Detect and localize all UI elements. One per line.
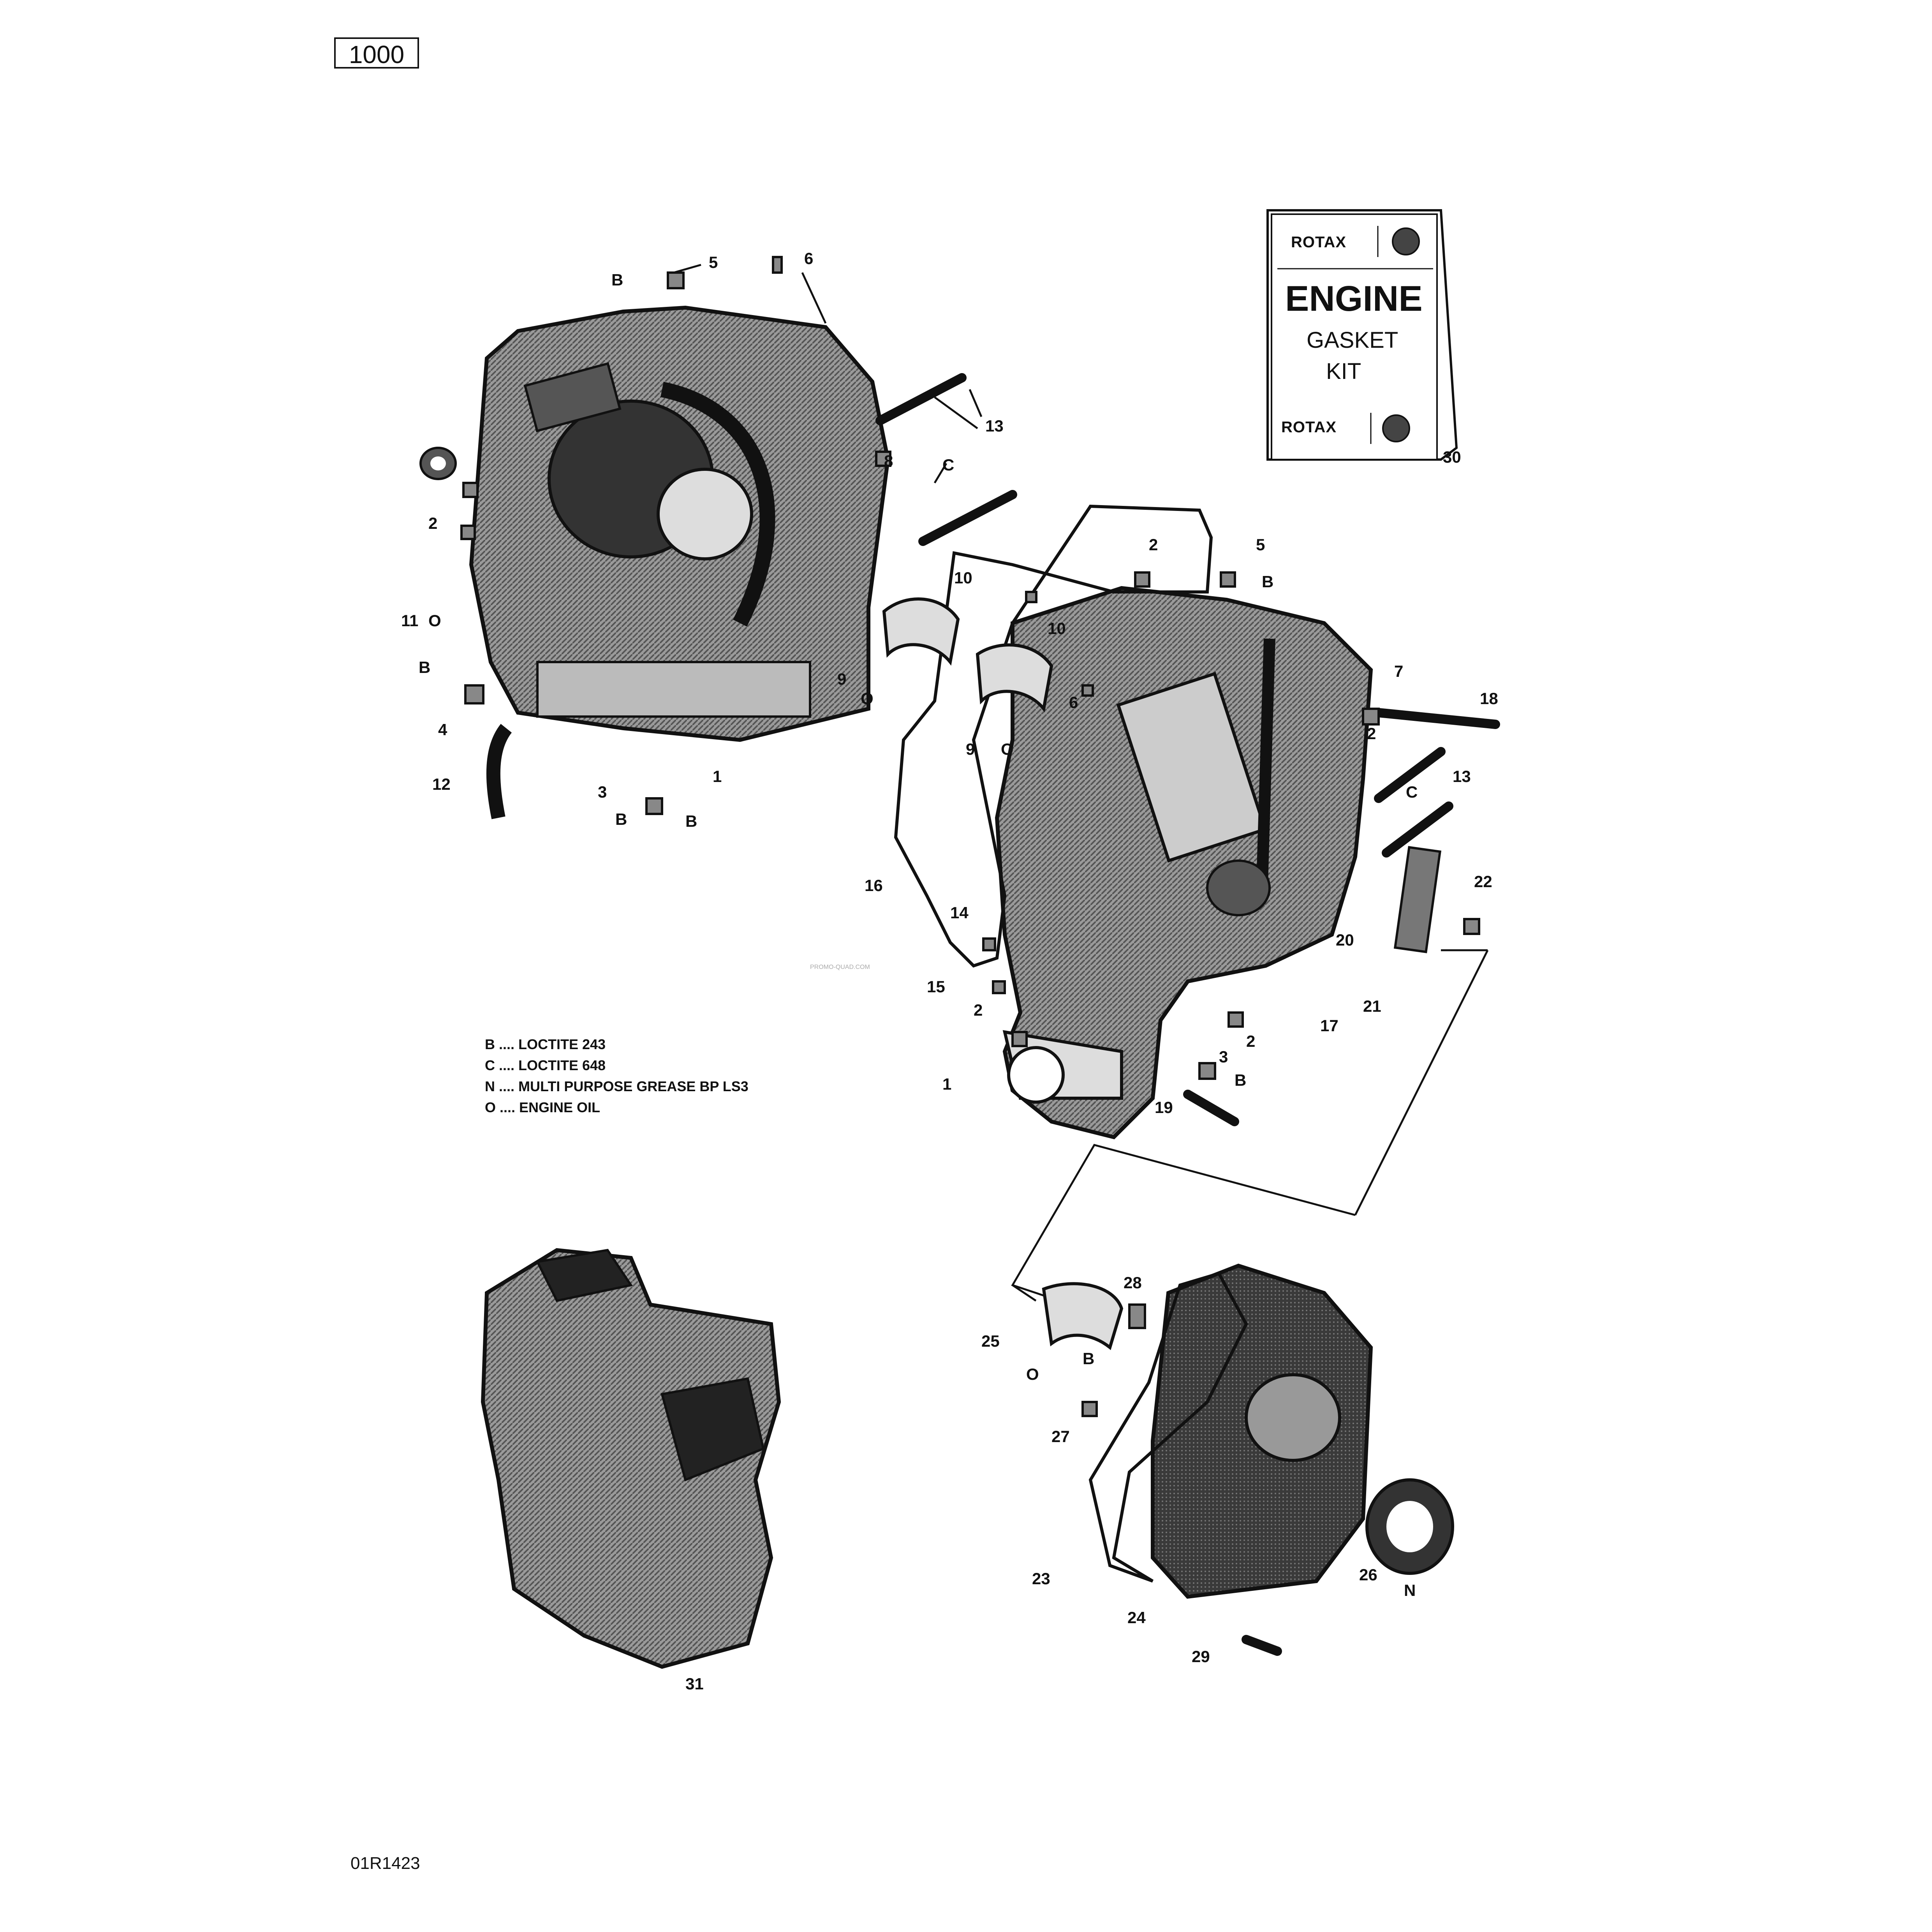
part-label: 3 — [1219, 1048, 1228, 1066]
crankcase-gasket — [894, 504, 1213, 968]
crankcase-half-left — [469, 305, 890, 742]
part-label: 5 — [709, 253, 718, 271]
part-label: 12 — [432, 775, 451, 793]
product-symbol: B — [1235, 1071, 1247, 1089]
product-symbol: B — [615, 810, 627, 828]
fasteners — [460, 256, 1480, 1417]
part-label: 10 — [1048, 619, 1066, 638]
part-label: 5 — [1256, 535, 1265, 554]
legend-row: B .... LOCTITE 243 — [485, 1036, 606, 1052]
part-label: 24 — [1127, 1608, 1146, 1627]
part-label: 9 — [966, 740, 975, 758]
legend-text: LOCTITE 243 — [518, 1036, 606, 1052]
product-symbol: B — [1083, 1349, 1095, 1368]
part-label: 13 — [985, 417, 1004, 435]
kit-line2: KIT — [1326, 359, 1361, 384]
kit-line1: GASKET — [1307, 328, 1398, 353]
crankcase-cover — [1088, 1263, 1373, 1599]
product-symbol: O — [428, 611, 441, 630]
legend-row: C .... LOCTITE 648 — [485, 1057, 606, 1073]
part-label: 2 — [1246, 1032, 1256, 1050]
studs — [875, 373, 1500, 1656]
part-label: 4 — [438, 720, 447, 739]
part-label: 1 — [713, 767, 722, 785]
part-label: 22 — [1474, 872, 1492, 891]
cover-bearing — [1042, 1282, 1124, 1350]
legend-code: C — [485, 1057, 495, 1073]
part-label: 13 — [1453, 767, 1471, 785]
oil-tube — [486, 724, 512, 819]
legend-text: MULTI PURPOSE GREASE BP LS3 — [518, 1078, 748, 1094]
model-badge: 1000 — [334, 37, 419, 69]
legend-row: N .... MULTI PURPOSE GREASE BP LS3 — [485, 1078, 748, 1094]
legend-code: O — [485, 1099, 496, 1115]
legend: B .... LOCTITE 243 C .... LOCTITE 648 N … — [485, 1034, 748, 1118]
watermark: PROMO-QUAD.COM — [810, 964, 870, 970]
leader-lines — [673, 264, 1489, 1302]
oil-seal — [419, 447, 457, 480]
part-label: 27 — [1051, 1427, 1070, 1446]
part-label: 8 — [884, 452, 893, 470]
legend-code: N — [485, 1078, 495, 1094]
kit-title: ENGINE — [1285, 279, 1423, 319]
crankcase-half-right — [995, 586, 1373, 1139]
part-label: 19 — [1155, 1098, 1173, 1117]
part-label: 2 — [1367, 724, 1376, 743]
product-symbol: B — [611, 271, 623, 289]
part-label: 14 — [950, 903, 969, 922]
product-symbol: C — [942, 456, 955, 474]
part-label: 15 — [927, 977, 945, 996]
gasket-kit-box — [1266, 209, 1458, 461]
part-label: 2 — [428, 514, 438, 532]
legend-code: B — [485, 1036, 495, 1052]
part-label: 9 — [837, 670, 847, 688]
kit-brand-bottom: ROTAX — [1281, 419, 1337, 436]
bearing-shells — [882, 597, 1053, 713]
complete-engine — [481, 1248, 781, 1669]
kit-brand-top: ROTAX — [1291, 234, 1347, 251]
part-label: 26 — [1359, 1566, 1377, 1584]
product-symbol: O — [861, 689, 874, 708]
part-label: 2 — [1149, 535, 1158, 554]
part-label: 25 — [981, 1332, 1000, 1350]
product-symbol: B — [419, 658, 431, 676]
part-label: 17 — [1320, 1016, 1338, 1035]
drawing-code: 01R1423 — [350, 1854, 420, 1873]
part-label: 30 — [1443, 448, 1461, 466]
part-label: 3 — [598, 783, 607, 801]
part-label: 28 — [1124, 1273, 1142, 1292]
legend-text: ENGINE OIL — [519, 1099, 601, 1115]
small-gasket — [1393, 846, 1442, 953]
product-symbol: O — [1001, 740, 1014, 758]
part-label: 6 — [804, 249, 814, 268]
legend-row: O .... ENGINE OIL — [485, 1099, 601, 1115]
product-symbol: C — [1406, 783, 1418, 801]
part-label: 16 — [865, 876, 883, 895]
part-label: 6 — [1069, 693, 1078, 712]
part-label: 7 — [1394, 662, 1404, 680]
cover-seal — [1365, 1478, 1454, 1575]
legend-text: LOCTITE 648 — [518, 1057, 606, 1073]
product-symbol: N — [1404, 1581, 1416, 1599]
part-label: 21 — [1363, 997, 1381, 1015]
product-symbol: B — [1262, 572, 1274, 591]
part-label: 1 — [942, 1075, 952, 1093]
part-label: 31 — [685, 1675, 704, 1693]
part-label: 20 — [1336, 931, 1354, 949]
part-label: 18 — [1480, 689, 1498, 708]
part-label: 10 — [954, 569, 972, 587]
part-label: 2 — [974, 1001, 983, 1019]
product-symbol: B — [685, 812, 697, 830]
part-label: 29 — [1192, 1647, 1210, 1666]
part-label: 11 — [401, 611, 419, 630]
part-label: 23 — [1032, 1569, 1050, 1588]
product-symbol: O — [1026, 1365, 1039, 1383]
